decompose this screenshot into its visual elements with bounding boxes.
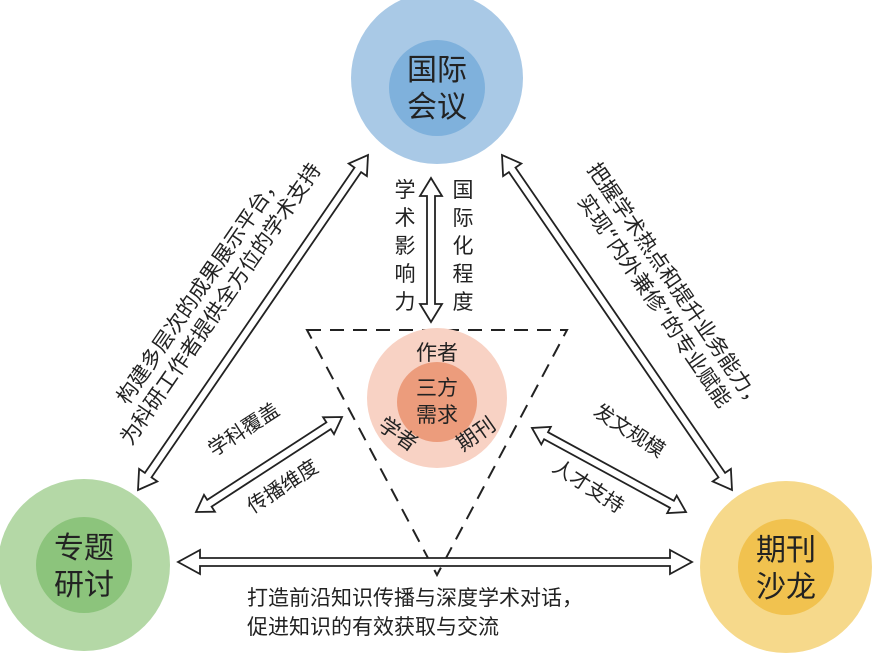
center-top-word: 作者 bbox=[416, 341, 458, 365]
node-right-line1: 期刊 bbox=[756, 533, 816, 568]
vlabels-right-char: 度 bbox=[453, 290, 474, 314]
node-top-line1: 国际 bbox=[407, 53, 467, 88]
bottom-edge-line1: 打造前沿知识传播与深度学术对话， bbox=[247, 586, 583, 610]
inner-right-double-arrow bbox=[530, 425, 688, 515]
dashed-triangle bbox=[305, 329, 569, 578]
left-edge-line1: 构建多层次的成果展示平台， bbox=[112, 170, 286, 409]
vlabels-left-char: 学 bbox=[395, 178, 416, 202]
vlabels-right-char: 化 bbox=[453, 234, 474, 258]
node-right-line2: 沙龙 bbox=[756, 570, 816, 605]
inner-left-double-arrow bbox=[194, 416, 344, 513]
vlabels-right-char: 程 bbox=[453, 262, 474, 286]
vlabels-left-char: 影 bbox=[395, 234, 416, 258]
node-right-inner-circle bbox=[738, 519, 834, 615]
vlabels-right-char: 国 bbox=[453, 178, 474, 202]
inner-left-top-label: 学科覆盖 bbox=[203, 398, 283, 462]
inner-right-top-label: 发文规模 bbox=[589, 399, 669, 463]
bottom-edge-double-arrow bbox=[176, 548, 694, 576]
left-edge-double-arrow bbox=[137, 153, 369, 492]
vertical-double-arrow bbox=[418, 176, 444, 324]
right-edge-line1: 把握学术热点和提升业务能力， bbox=[583, 158, 769, 414]
node-left-inner-circle bbox=[36, 517, 132, 613]
center-core-line2: 需求 bbox=[416, 403, 458, 427]
inner-left-bottom-label: 传播维度 bbox=[242, 454, 322, 518]
vlabels-left-char: 响 bbox=[395, 262, 416, 286]
center-core-line1: 三方 bbox=[416, 376, 458, 400]
bottom-edge-line2: 促进知识的有效获取与交流 bbox=[247, 615, 499, 639]
node-left-line1: 专题 bbox=[54, 531, 114, 566]
left-edge-line2: 为科研工作者提供全方位的学术支持 bbox=[116, 159, 326, 450]
vlabels-left-char: 术 bbox=[395, 206, 416, 230]
center-inner-circle bbox=[397, 362, 477, 442]
node-top-inner-circle bbox=[389, 40, 485, 136]
right-edge-double-arrow bbox=[501, 153, 733, 492]
vlabels-left-char: 力 bbox=[395, 290, 416, 314]
vlabels-right-char: 际 bbox=[453, 206, 474, 230]
node-left-line2: 研讨 bbox=[54, 568, 114, 603]
node-top-line2: 会议 bbox=[407, 90, 467, 125]
